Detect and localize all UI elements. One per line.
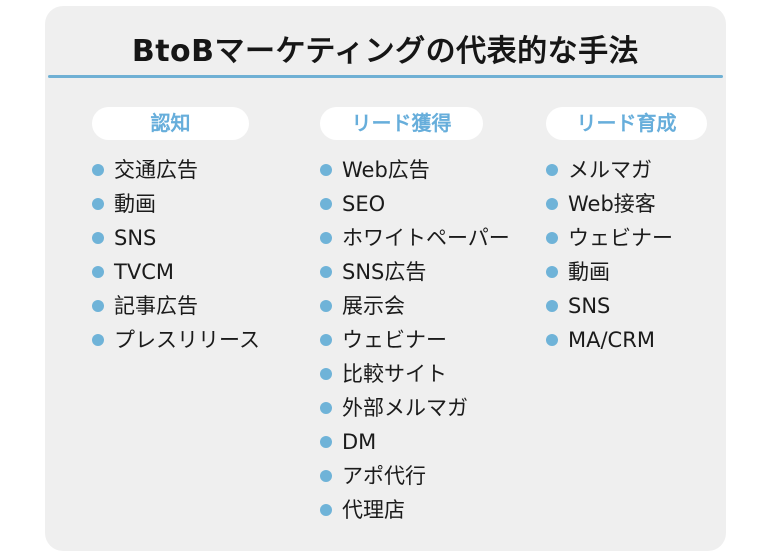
list-item-label: 動画 bbox=[114, 192, 156, 216]
list-item: メルマガ bbox=[546, 153, 673, 187]
bullet-icon bbox=[546, 232, 558, 244]
list-item-label: Web接客 bbox=[568, 192, 656, 216]
column-header-awareness: 認知 bbox=[92, 107, 249, 140]
title-divider bbox=[48, 75, 723, 78]
list-item-label: 交通広告 bbox=[114, 158, 198, 182]
bullet-icon bbox=[92, 164, 104, 176]
list-item: 動画 bbox=[546, 255, 673, 289]
list-item-label: アポ代行 bbox=[342, 464, 426, 488]
list-item-label: メルマガ bbox=[568, 158, 652, 182]
list-item-label: 代理店 bbox=[342, 498, 405, 522]
list-item: 動画 bbox=[92, 187, 260, 221]
list-item-label: 比較サイト bbox=[342, 362, 447, 386]
bullet-icon bbox=[320, 334, 332, 346]
list-item: MA/CRM bbox=[546, 323, 673, 357]
list-item-label: 動画 bbox=[568, 260, 610, 284]
bullet-icon bbox=[320, 300, 332, 312]
item-list-lead-generation: Web広告 SEO ホワイトペーパー SNS広告 展示会 bbox=[320, 153, 510, 527]
bullet-icon bbox=[92, 334, 104, 346]
list-item-label: 展示会 bbox=[342, 294, 405, 318]
list-item-label: SNS bbox=[114, 226, 157, 250]
column-awareness: 認知 交通広告 動画 SNS TVCM bbox=[45, 107, 272, 547]
list-item: SNS bbox=[92, 221, 260, 255]
bullet-icon bbox=[320, 504, 332, 516]
list-item: 展示会 bbox=[320, 289, 510, 323]
list-item: アポ代行 bbox=[320, 459, 510, 493]
bullet-icon bbox=[546, 198, 558, 210]
list-item: SEO bbox=[320, 187, 510, 221]
list-item: ウェビナー bbox=[320, 323, 510, 357]
column-lead-nurturing: リード育成 メルマガ Web接客 ウェビナー 動画 bbox=[499, 107, 726, 547]
list-item: 記事広告 bbox=[92, 289, 260, 323]
list-item: ホワイトペーパー bbox=[320, 221, 510, 255]
bullet-icon bbox=[546, 334, 558, 346]
slide-card: BtoBマーケティングの代表的な手法 認知 交通広告 動画 SNS bbox=[45, 6, 726, 551]
item-list-lead-nurturing: メルマガ Web接客 ウェビナー 動画 SNS bbox=[546, 153, 673, 357]
bullet-icon bbox=[320, 470, 332, 482]
item-list-awareness: 交通広告 動画 SNS TVCM 記事広告 bbox=[92, 153, 260, 357]
column-header-lead-generation: リード獲得 bbox=[320, 107, 483, 140]
list-item: 代理店 bbox=[320, 493, 510, 527]
list-item-label: Web広告 bbox=[342, 158, 430, 182]
list-item: プレスリリース bbox=[92, 323, 260, 357]
list-item: Web接客 bbox=[546, 187, 673, 221]
bullet-icon bbox=[320, 436, 332, 448]
list-item: Web広告 bbox=[320, 153, 510, 187]
list-item: 外部メルマガ bbox=[320, 391, 510, 425]
list-item-label: ホワイトペーパー bbox=[342, 226, 510, 250]
list-item-label: 外部メルマガ bbox=[342, 396, 468, 420]
bullet-icon bbox=[320, 198, 332, 210]
list-item-label: ウェビナー bbox=[342, 328, 447, 352]
list-item-label: MA/CRM bbox=[568, 328, 655, 352]
list-item-label: プレスリリース bbox=[114, 328, 260, 352]
list-item-label: DM bbox=[342, 430, 377, 454]
list-item: 交通広告 bbox=[92, 153, 260, 187]
bullet-icon bbox=[546, 300, 558, 312]
bullet-icon bbox=[320, 232, 332, 244]
bullet-icon bbox=[92, 266, 104, 278]
bullet-icon bbox=[92, 300, 104, 312]
list-item: SNS広告 bbox=[320, 255, 510, 289]
list-item-label: TVCM bbox=[114, 260, 174, 284]
bullet-icon bbox=[546, 164, 558, 176]
page-title: BtoBマーケティングの代表的な手法 bbox=[131, 34, 640, 69]
list-item-label: ウェビナー bbox=[568, 226, 673, 250]
bullet-icon bbox=[320, 164, 332, 176]
bullet-icon bbox=[320, 368, 332, 380]
list-item: SNS bbox=[546, 289, 673, 323]
bullet-icon bbox=[320, 266, 332, 278]
list-item: 比較サイト bbox=[320, 357, 510, 391]
list-item-label: SNS bbox=[568, 294, 611, 318]
bullet-icon bbox=[92, 232, 104, 244]
list-item-label: SEO bbox=[342, 192, 386, 216]
column-lead-generation: リード獲得 Web広告 SEO ホワイトペーパー SNS広告 bbox=[272, 107, 510, 547]
bullet-icon bbox=[320, 402, 332, 414]
bullet-icon bbox=[546, 266, 558, 278]
list-item-label: SNS広告 bbox=[342, 260, 427, 284]
list-item-label: 記事広告 bbox=[114, 294, 198, 318]
column-header-lead-nurturing: リード育成 bbox=[546, 107, 707, 140]
columns-container: 認知 交通広告 動画 SNS TVCM bbox=[45, 107, 726, 547]
list-item: DM bbox=[320, 425, 510, 459]
list-item: TVCM bbox=[92, 255, 260, 289]
list-item: ウェビナー bbox=[546, 221, 673, 255]
bullet-icon bbox=[92, 198, 104, 210]
